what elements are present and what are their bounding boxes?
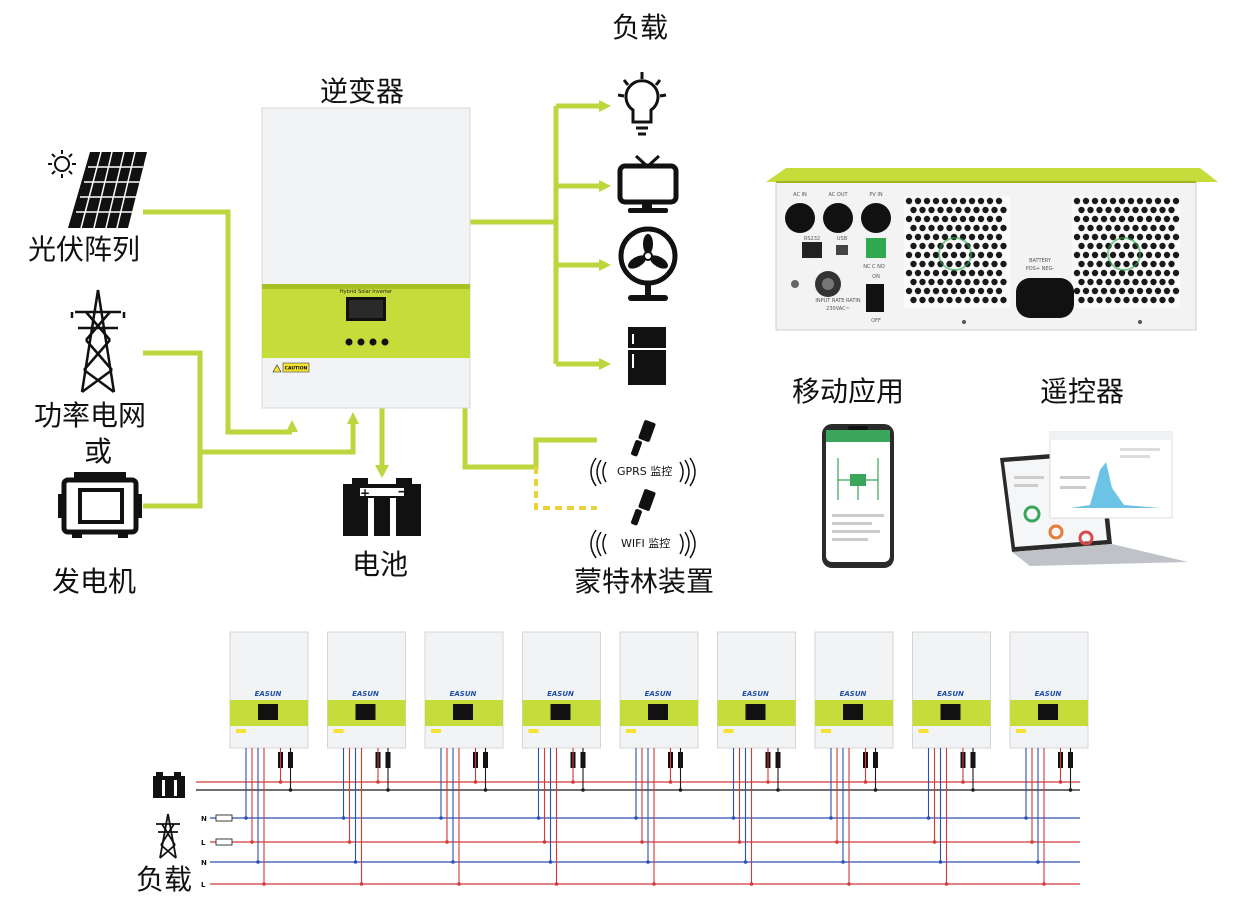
remote-control-label: 遥控器 [1040, 375, 1125, 408]
grid-label: 功率电网 [34, 399, 147, 432]
load-bottom-label: 负载 [136, 863, 193, 896]
svg-text:NC C NO: NC C NO [863, 264, 885, 270]
parallel-inverter-unit: EASUN [327, 631, 406, 886]
rail-label: N [201, 859, 207, 867]
svg-text:INPUT RATE RATIN: INPUT RATE RATIN [815, 298, 860, 304]
svg-text:POS+ NEG-: POS+ NEG- [1026, 266, 1055, 272]
wifi-monitor-label: WIFI 监控 [621, 537, 671, 550]
svg-text:RS232: RS232 [804, 236, 820, 242]
pv-array-label: 光伏阵列 [28, 233, 141, 266]
connection-lines [143, 103, 600, 509]
svg-text:USB: USB [837, 236, 848, 242]
mobile-app-label: 移动应用 [792, 375, 905, 408]
fan-grill-left [905, 197, 1007, 304]
or-label: 或 [84, 435, 113, 468]
fan-icon [618, 226, 678, 301]
light-bulb-icon [617, 72, 667, 136]
brand-logo: EASUN [547, 690, 574, 698]
breaker [215, 814, 233, 822]
gprs-monitor-label: GPRS 监控 [617, 465, 673, 478]
brand-logo: EASUN [352, 690, 379, 698]
rail-label: L [201, 839, 206, 847]
solar-panel-icon [48, 150, 147, 229]
brand-logo: EASUN [645, 690, 672, 698]
parallel-inverter-unit: EASUN [1009, 631, 1089, 886]
monitor-device-label: 蒙特林装置 [574, 565, 715, 598]
wifi-dongle-icon [631, 489, 656, 526]
rail-label: N [201, 815, 207, 823]
brand-logo: EASUN [840, 690, 867, 698]
svg-text:PV IN: PV IN [869, 192, 882, 198]
parallel-inverter-unit: EASUN [229, 631, 309, 886]
gprs-dongle-icon [631, 420, 656, 457]
gprs-signal-icon [590, 457, 696, 487]
svg-text:OFF: OFF [871, 318, 881, 324]
wifi-signal-icon [590, 529, 696, 559]
battery-label: 电池 [352, 548, 409, 581]
parallel-inverter-unit: EASUN [814, 631, 894, 886]
breaker [215, 838, 233, 846]
fan-grill-right [1073, 197, 1180, 304]
parallel-system: N L N L EASUN EASUN EASUN EASUN EASUN EASUN EASUN E… [196, 631, 1089, 889]
brand-logo: EASUN [450, 690, 477, 698]
parallel-inverter-unit: EASUN [912, 631, 991, 886]
brand-logo: EASUN [937, 690, 964, 698]
svg-text:230VAC~: 230VAC~ [826, 306, 850, 312]
bottom-battery-icon [153, 772, 185, 798]
fridge-icon [628, 327, 666, 385]
transmission-tower-icon [70, 289, 126, 394]
load-top-label: 负载 [612, 11, 669, 44]
parallel-inverter-unit: EASUN [619, 631, 699, 886]
svg-text:ON: ON [872, 274, 880, 280]
battery-icon: + − [343, 478, 421, 536]
svg-text:−: − [397, 484, 409, 500]
tv-icon [617, 154, 679, 213]
inverter-back-panel: AC IN AC OUT PV IN RS232 USB NC C NO ON … [766, 168, 1218, 331]
arrow-heads [286, 100, 611, 478]
svg-text:BATTERY: BATTERY [1029, 258, 1052, 264]
svg-text:+: + [360, 486, 370, 500]
parallel-inverter-unit: EASUN [522, 631, 601, 886]
svg-text:AC IN: AC IN [793, 192, 807, 198]
wifi-dashed-line [534, 467, 597, 510]
rail-label: L [201, 881, 206, 889]
parallel-inverter-unit: EASUN [717, 631, 796, 886]
inverter-front: Hybrid Solar Inverter CAUTION [261, 107, 471, 409]
laptop-dashboard-icon [1000, 431, 1188, 566]
brand-logo: EASUN [1035, 690, 1062, 698]
brand-logo: EASUN [742, 690, 769, 698]
svg-text:CAUTION: CAUTION [285, 366, 308, 372]
brand-logo: EASUN [255, 690, 282, 698]
svg-text:AC OUT: AC OUT [828, 192, 848, 198]
inverter-label: 逆变器 [320, 75, 405, 108]
parallel-inverter-unit: EASUN [424, 631, 504, 886]
generator-label: 发电机 [52, 565, 137, 598]
smartphone-icon [822, 424, 894, 568]
svg-text:Hybrid Solar Inverter: Hybrid Solar Inverter [340, 289, 393, 295]
bottom-tower-icon [156, 813, 180, 859]
generator-icon [58, 472, 142, 538]
